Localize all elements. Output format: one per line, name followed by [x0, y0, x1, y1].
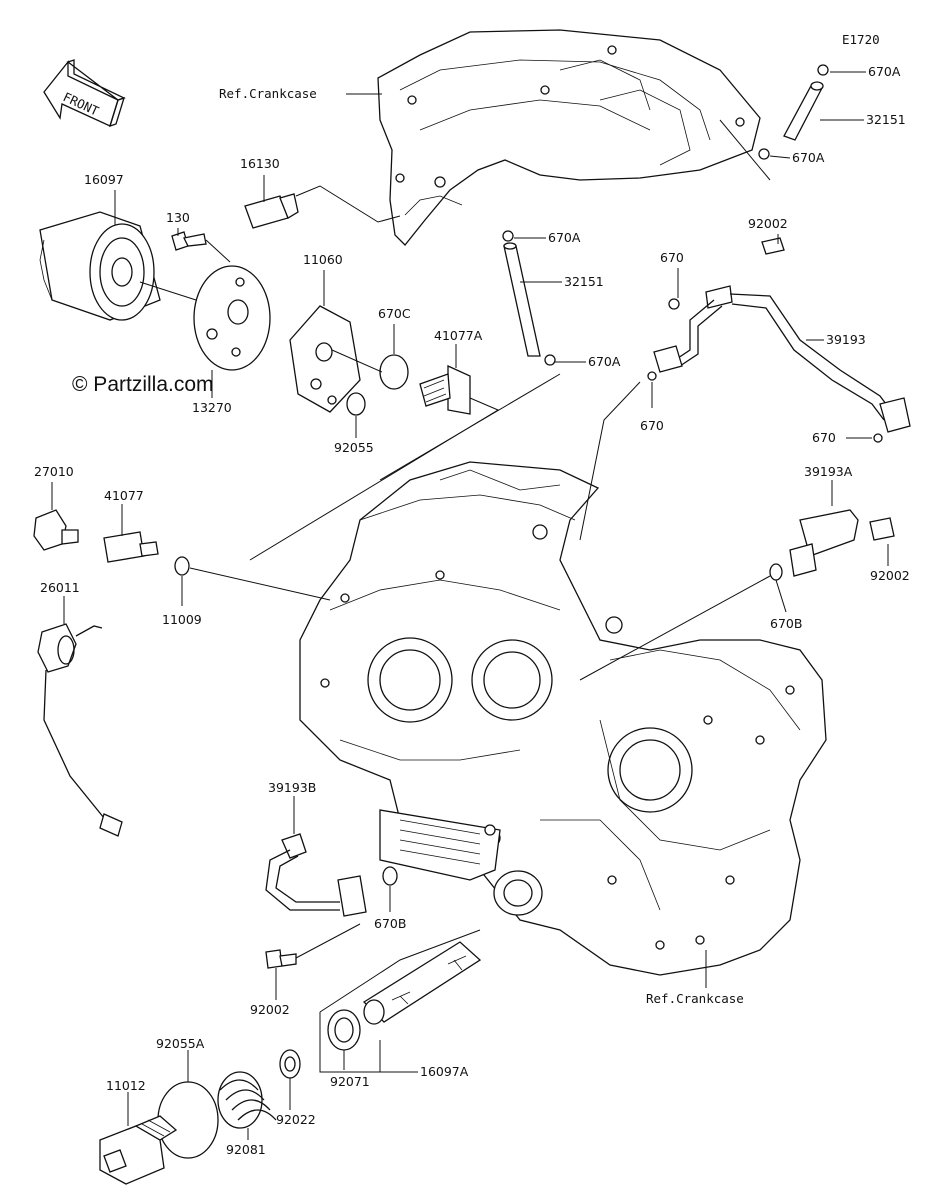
bolt-130	[171, 228, 231, 263]
front-arrow-icon: FRONT	[43, 59, 126, 128]
watermark: © Partzilla.com	[72, 373, 214, 396]
label-16097: 16097	[84, 172, 124, 187]
diagram-code: E1720	[842, 32, 880, 47]
label-92022: 92022	[276, 1112, 316, 1127]
label-92002-1: 92002	[748, 216, 788, 231]
label-92002-2: 92002	[870, 568, 910, 583]
plate-13270	[139, 265, 271, 398]
bolt-92002-lower	[265, 923, 361, 1000]
washer-92022	[279, 1049, 301, 1110]
label-670A-3: 670A	[548, 230, 581, 245]
spring-92081	[217, 1071, 277, 1140]
label-670-2: 670	[640, 418, 664, 433]
label-670-3: 670	[812, 430, 836, 445]
label-16130: 16130	[240, 156, 280, 171]
ref-crankcase-top: Ref.Crankcase	[219, 86, 317, 101]
label-670-1: 670	[660, 250, 684, 265]
oil-filter-16097	[39, 190, 161, 321]
oil-pipe-39193B	[265, 796, 367, 917]
label-39193B: 39193B	[268, 780, 316, 795]
label-41077: 41077	[104, 488, 144, 503]
label-11060: 11060	[303, 252, 343, 267]
oil-pipe-32151-upper	[719, 64, 866, 181]
oil-pipe-39193	[579, 234, 911, 541]
fitting-41077	[103, 504, 159, 563]
oil-pipe-32151-lower	[379, 230, 586, 481]
strainer-16097A	[319, 929, 482, 1073]
label-92081: 92081	[226, 1142, 266, 1157]
oil-pipe-39193A	[789, 480, 895, 577]
lead-26011	[37, 596, 123, 837]
label-670C: 670C	[378, 306, 411, 321]
label-92071: 92071	[330, 1074, 370, 1089]
washer-11009	[174, 556, 331, 606]
upper-crankcase-drawing	[377, 29, 761, 246]
label-16097A: 16097A	[420, 1064, 469, 1079]
o-ring-670C	[379, 324, 409, 390]
label-32151-2: 32151	[564, 274, 604, 289]
switch-27010	[33, 482, 79, 551]
label-13270: 13270	[192, 400, 232, 415]
label-92002-3: 92002	[250, 1002, 290, 1017]
label-39193A: 39193A	[804, 464, 853, 479]
label-670B-1: 670B	[770, 616, 802, 631]
label-39193: 39193	[826, 332, 866, 347]
seal-92071	[327, 1009, 361, 1070]
label-26011: 26011	[40, 580, 80, 595]
label-670A-4: 670A	[588, 354, 621, 369]
label-32151-1: 32151	[866, 112, 906, 127]
label-670B-2: 670B	[374, 916, 406, 931]
label-130: 130	[166, 210, 190, 225]
o-ring-92055	[346, 392, 366, 438]
o-ring-670B-1	[579, 563, 787, 681]
ref-crankcase-bottom: Ref.Crankcase	[646, 991, 744, 1006]
lower-crankcase-drawing	[299, 461, 827, 976]
gasket-11060	[289, 270, 383, 413]
o-ring-92055A	[157, 1050, 219, 1159]
label-27010: 27010	[34, 464, 74, 479]
label-670A-2: 670A	[792, 150, 825, 165]
label-670A-1: 670A	[868, 64, 901, 79]
plug-11012	[99, 1092, 178, 1185]
label-92055: 92055	[334, 440, 374, 455]
label-92055A: 92055A	[156, 1036, 205, 1051]
label-11009: 11009	[162, 612, 202, 627]
label-41077A: 41077A	[434, 328, 483, 343]
o-ring-670B-2	[382, 866, 398, 912]
label-11012: 11012	[106, 1078, 146, 1093]
fitting-16130	[244, 175, 401, 229]
